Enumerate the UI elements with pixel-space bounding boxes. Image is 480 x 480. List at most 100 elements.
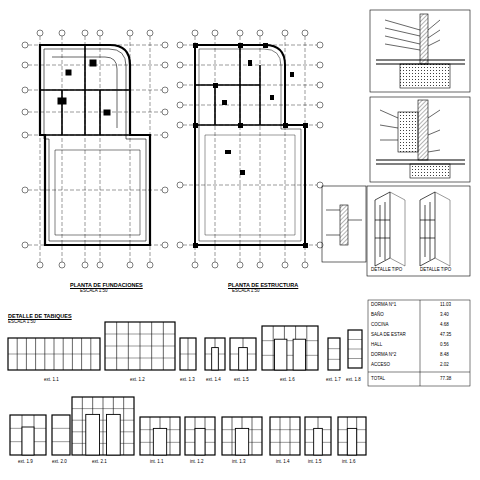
grid-line bbox=[28, 190, 162, 191]
structure-plan bbox=[193, 43, 308, 248]
grid-bubble bbox=[212, 30, 218, 36]
stud bbox=[103, 397, 104, 455]
partition-frame bbox=[8, 338, 100, 370]
drawing-label: DORMA N°1 bbox=[371, 303, 396, 308]
drawing-label: SALA DE ESTAR bbox=[371, 333, 406, 338]
nogging bbox=[52, 428, 70, 429]
drawing-label: 4.68 bbox=[440, 323, 449, 328]
partition-frame bbox=[305, 417, 331, 455]
door-opening bbox=[347, 428, 356, 455]
drawing-label: ext. 1.4 bbox=[206, 378, 221, 383]
partition-frame bbox=[222, 417, 262, 455]
grid-bubble bbox=[317, 182, 323, 188]
door-opening bbox=[239, 348, 248, 370]
nogging bbox=[72, 431, 134, 432]
drawing-label: ext. 2.0 bbox=[52, 460, 67, 465]
stud bbox=[170, 417, 171, 455]
drawing-label: ext. 2.1 bbox=[92, 460, 107, 465]
drawing-label: DETALLE TIPO bbox=[371, 268, 402, 273]
partition-elevations bbox=[8, 322, 366, 455]
drawing-label: 77.38 bbox=[440, 377, 451, 382]
drawing-label: 3.40 bbox=[440, 313, 449, 318]
drawing-label: ext. 1.5 bbox=[234, 378, 249, 383]
drawing-label: DETALLE TIPO bbox=[420, 268, 451, 273]
grid-lines bbox=[28, 36, 317, 262]
grid-bubble bbox=[177, 102, 183, 108]
stud bbox=[290, 417, 291, 455]
nogging bbox=[8, 354, 100, 355]
drawing-title: DETALLE DE TABIQUES bbox=[8, 313, 72, 319]
drawing-label: 2.02 bbox=[440, 363, 449, 368]
grid-bubble bbox=[257, 262, 263, 268]
partition-frame bbox=[270, 417, 300, 455]
grid-bubble bbox=[162, 109, 168, 115]
partition-frame bbox=[105, 322, 175, 370]
grid-bubble bbox=[22, 62, 28, 68]
grid-bubble bbox=[282, 30, 288, 36]
grid-bubble bbox=[82, 30, 88, 36]
partition-frame bbox=[328, 338, 340, 370]
drawing-label: int. 1.6 bbox=[342, 460, 356, 465]
door-opening bbox=[106, 414, 120, 455]
grid-bubble bbox=[162, 42, 168, 48]
grid-bubble bbox=[212, 262, 218, 268]
partition-frame bbox=[348, 330, 362, 368]
nogging bbox=[262, 340, 318, 341]
grid-bubble bbox=[237, 262, 243, 268]
grid-bubble bbox=[97, 262, 103, 268]
door-opening bbox=[235, 428, 248, 455]
grid-bubble bbox=[177, 122, 183, 128]
drawing-label: 47.35 bbox=[440, 333, 451, 338]
door-opening bbox=[86, 414, 100, 455]
grid-bubble bbox=[22, 42, 28, 48]
grid-bubble bbox=[162, 187, 168, 193]
stud bbox=[252, 417, 253, 455]
grid-bubble bbox=[237, 30, 243, 36]
grid-bubble bbox=[22, 87, 28, 93]
grid-bubble bbox=[22, 242, 28, 248]
drawing-title: PLANTA DE ESTRUCTURA bbox=[228, 282, 298, 288]
drawing-label: int. 1.5 bbox=[308, 460, 322, 465]
nogging bbox=[72, 420, 134, 421]
grid-bubble bbox=[177, 62, 183, 68]
grid-bubble bbox=[162, 62, 168, 68]
drawing-label: TOTAL bbox=[371, 377, 385, 382]
grid-bubble bbox=[317, 42, 323, 48]
partition-frame bbox=[72, 397, 134, 455]
drawing-label: ESCALA 1:50 bbox=[8, 320, 36, 325]
drawing-label: int. 1.4 bbox=[276, 460, 290, 465]
stud bbox=[232, 417, 233, 455]
door-opening bbox=[212, 348, 219, 370]
grid-bubble bbox=[127, 30, 133, 36]
grid-bubble bbox=[177, 42, 183, 48]
drawing-title: PLANTA DE FUNDACIONES bbox=[70, 282, 143, 288]
door-opening bbox=[274, 339, 286, 370]
grid-line bbox=[215, 36, 216, 262]
nogging bbox=[328, 359, 340, 360]
drawing-label: ext. 1.8 bbox=[346, 378, 361, 383]
stud bbox=[273, 326, 274, 370]
partition-frame bbox=[185, 417, 215, 455]
partition-frame bbox=[140, 417, 180, 455]
grid-bubble bbox=[147, 262, 153, 268]
grid-bubble bbox=[257, 30, 263, 36]
grid-bubble bbox=[177, 182, 183, 188]
door-opening bbox=[153, 428, 166, 455]
drawing-label: ext. 1.1 bbox=[44, 378, 59, 383]
drawing-label: DORMA N°2 bbox=[371, 353, 396, 358]
grid-bubble bbox=[282, 262, 288, 268]
drawing-label: 0.56 bbox=[440, 343, 449, 348]
nogging bbox=[105, 358, 175, 359]
drawing-label: ext. 1.3 bbox=[180, 378, 195, 383]
drawing-label: BAÑO bbox=[371, 313, 384, 318]
grid-bubble bbox=[192, 262, 198, 268]
partition-frame bbox=[10, 415, 46, 455]
grid-bubble bbox=[22, 109, 28, 115]
nogging bbox=[328, 348, 340, 349]
drawing-label: int. 1.2 bbox=[190, 460, 204, 465]
grid-bubble bbox=[37, 30, 43, 36]
door-opening bbox=[293, 339, 305, 370]
drawing-label: COCINA bbox=[371, 323, 389, 328]
